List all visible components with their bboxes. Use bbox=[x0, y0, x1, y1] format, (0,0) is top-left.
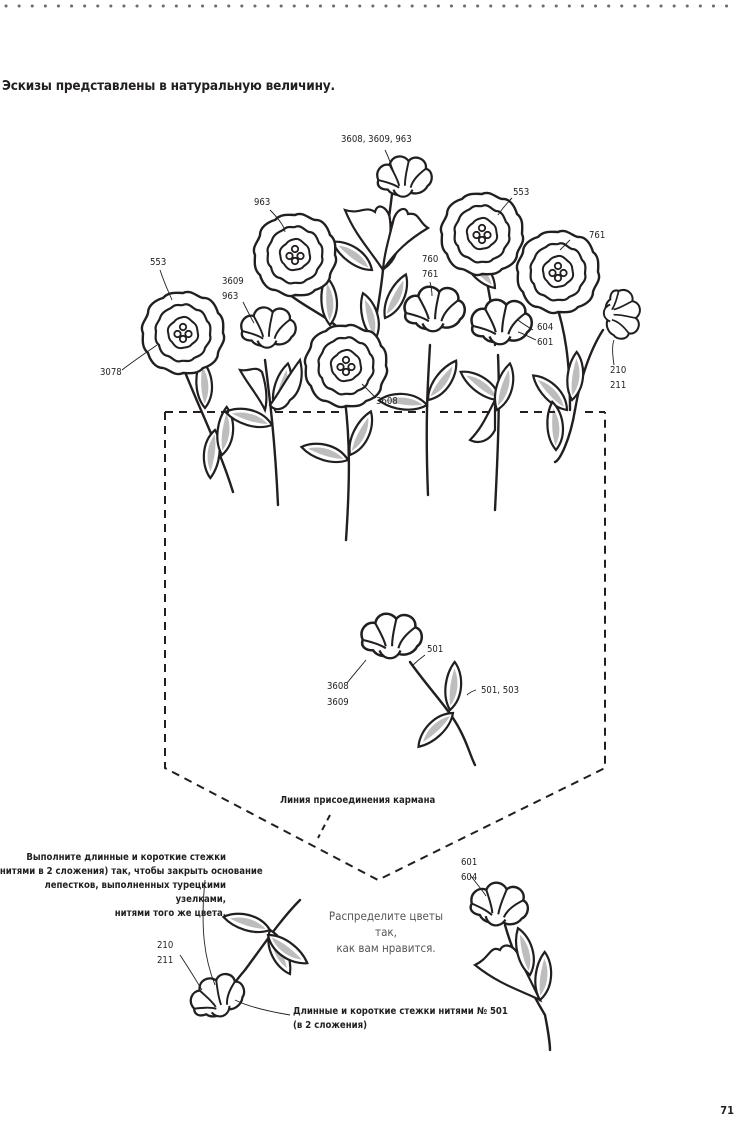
note-line: (в 2 сложения) bbox=[293, 1020, 368, 1031]
thread-label-3609: 3609 bbox=[222, 276, 244, 287]
thread-label-553-left: 553 bbox=[150, 257, 167, 268]
stitch-501-note: Длинные и короткие стежки нитями № 501 (… bbox=[293, 1005, 508, 1033]
thread-label-3078: 3078 bbox=[100, 367, 122, 378]
note-line: (нитями в 2 сложения) так, чтобы закрыть… bbox=[0, 866, 263, 877]
note-line: Длинные и короткие стежки нитями № 501 bbox=[293, 1006, 508, 1017]
thread-label-211-bottom: 211 bbox=[157, 955, 174, 966]
thread-label-210: 210 bbox=[610, 365, 627, 376]
arrange-flowers-caption: Распределите цветы так, как вам нравится… bbox=[320, 908, 452, 956]
thread-label-760: 760 bbox=[422, 254, 439, 265]
thread-label-3609-pocket: 3609 bbox=[327, 697, 349, 708]
thread-label-963-b: 963 bbox=[222, 291, 239, 302]
thread-label-761: 761 bbox=[589, 230, 606, 241]
pocket-line-note: Линия присоединения кармана bbox=[280, 795, 436, 806]
thread-label-3608-pocket: 3608 bbox=[327, 681, 349, 692]
thread-label-963: 963 bbox=[254, 197, 271, 208]
thread-label-553: 553 bbox=[513, 187, 530, 198]
thread-label-761-b: 761 bbox=[422, 269, 439, 280]
long-short-stitches-note: Выполните длинные и короткие стежки (нит… bbox=[0, 851, 263, 921]
page-number: 71 bbox=[720, 1104, 734, 1117]
thread-label-604-bottom: 604 bbox=[461, 872, 478, 883]
caption-line: как вам нравится. bbox=[336, 941, 436, 955]
note-line: Выполните длинные и короткие стежки bbox=[26, 852, 226, 863]
thread-label-501-503: 501, 503 bbox=[481, 685, 520, 696]
page-title: Эскизы представлены в натуральную величи… bbox=[2, 78, 335, 94]
thread-label-501: 501 bbox=[427, 644, 444, 655]
caption-line: Распределите цветы так, bbox=[328, 909, 444, 939]
note-line: нитями того же цвета. bbox=[114, 908, 226, 919]
thread-label-210-bottom: 210 bbox=[157, 940, 174, 951]
thread-label-601: 601 bbox=[537, 337, 554, 348]
note-line: лепестков, выполненных турецкими узелкам… bbox=[44, 880, 226, 905]
thread-label-604: 604 bbox=[537, 322, 554, 333]
thread-label-601-bottom: 601 bbox=[461, 857, 478, 868]
thread-label-3608: 3608 bbox=[376, 396, 398, 407]
thread-label-top-center: 3608, 3609, 963 bbox=[341, 134, 412, 145]
thread-label-211: 211 bbox=[610, 380, 627, 391]
